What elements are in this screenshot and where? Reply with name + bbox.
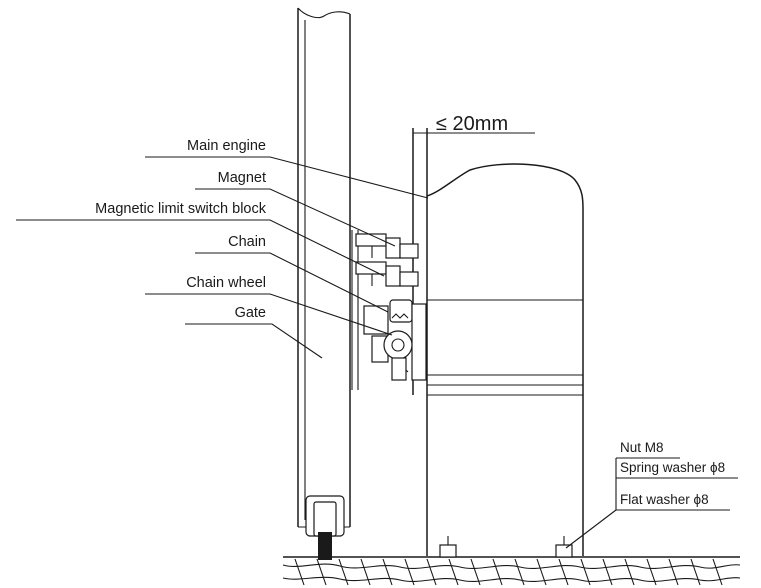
anchor-bolt-right bbox=[555, 536, 573, 558]
ground-hatch-line bbox=[360, 558, 371, 586]
main-engine-body bbox=[412, 128, 584, 395]
ground-hatch-line bbox=[580, 558, 591, 586]
label-nut: Nut M8 bbox=[620, 440, 664, 455]
label-magnetic-limit-switch-block: Magnetic limit switch block bbox=[95, 201, 267, 217]
callouts-left: Main engine Magnet Magnetic limit switch… bbox=[16, 138, 429, 359]
magnet-block-lower bbox=[355, 261, 419, 287]
dimension-label: ≤ 20mm bbox=[436, 113, 508, 135]
ground-hatch-line bbox=[382, 558, 393, 586]
ground-hatch-line bbox=[712, 558, 723, 586]
label-chain: Chain bbox=[228, 234, 266, 250]
ground-hatch-line bbox=[536, 558, 547, 586]
ground-hatch-line bbox=[602, 558, 613, 586]
label-gate: Gate bbox=[235, 305, 266, 321]
base-box bbox=[426, 394, 584, 556]
label-chain-wheel: Chain wheel bbox=[186, 275, 266, 291]
ground-hatch-line bbox=[448, 558, 459, 586]
ground-hatch-line bbox=[514, 558, 525, 586]
gate-wheel bbox=[305, 495, 345, 560]
chain-wheel-assembly bbox=[363, 299, 427, 381]
ground-slab bbox=[282, 556, 741, 586]
ground-hatch-line bbox=[624, 558, 635, 586]
ground-hatch-line bbox=[646, 558, 657, 586]
label-magnet: Magnet bbox=[218, 170, 266, 186]
callouts-right: Nut M8 Spring washer ϕ8 Flat washer ϕ8 bbox=[565, 440, 738, 549]
ground-hatch-line bbox=[404, 558, 415, 586]
clearance-dimension: ≤ 20mm bbox=[413, 113, 535, 135]
ground-hatch-line bbox=[426, 558, 437, 586]
ground-hatch-line bbox=[470, 558, 481, 586]
ground-hatch-line bbox=[492, 558, 503, 586]
mounting-plate bbox=[351, 230, 359, 390]
ground-hatch-line bbox=[294, 558, 305, 586]
ground-hatch-line bbox=[690, 558, 701, 586]
gate-panel bbox=[297, 7, 351, 528]
magnet-block-upper bbox=[355, 233, 419, 259]
label-flat-washer: Flat washer ϕ8 bbox=[620, 492, 709, 507]
label-main-engine: Main engine bbox=[187, 138, 266, 154]
ground-hatch-line bbox=[316, 558, 327, 586]
ground-hatch-line bbox=[668, 558, 679, 586]
label-spring-washer: Spring washer ϕ8 bbox=[620, 460, 725, 475]
anchor-bolt-left bbox=[439, 536, 457, 558]
ground-hatch-line bbox=[338, 558, 349, 586]
ground-hatch-line bbox=[558, 558, 569, 586]
